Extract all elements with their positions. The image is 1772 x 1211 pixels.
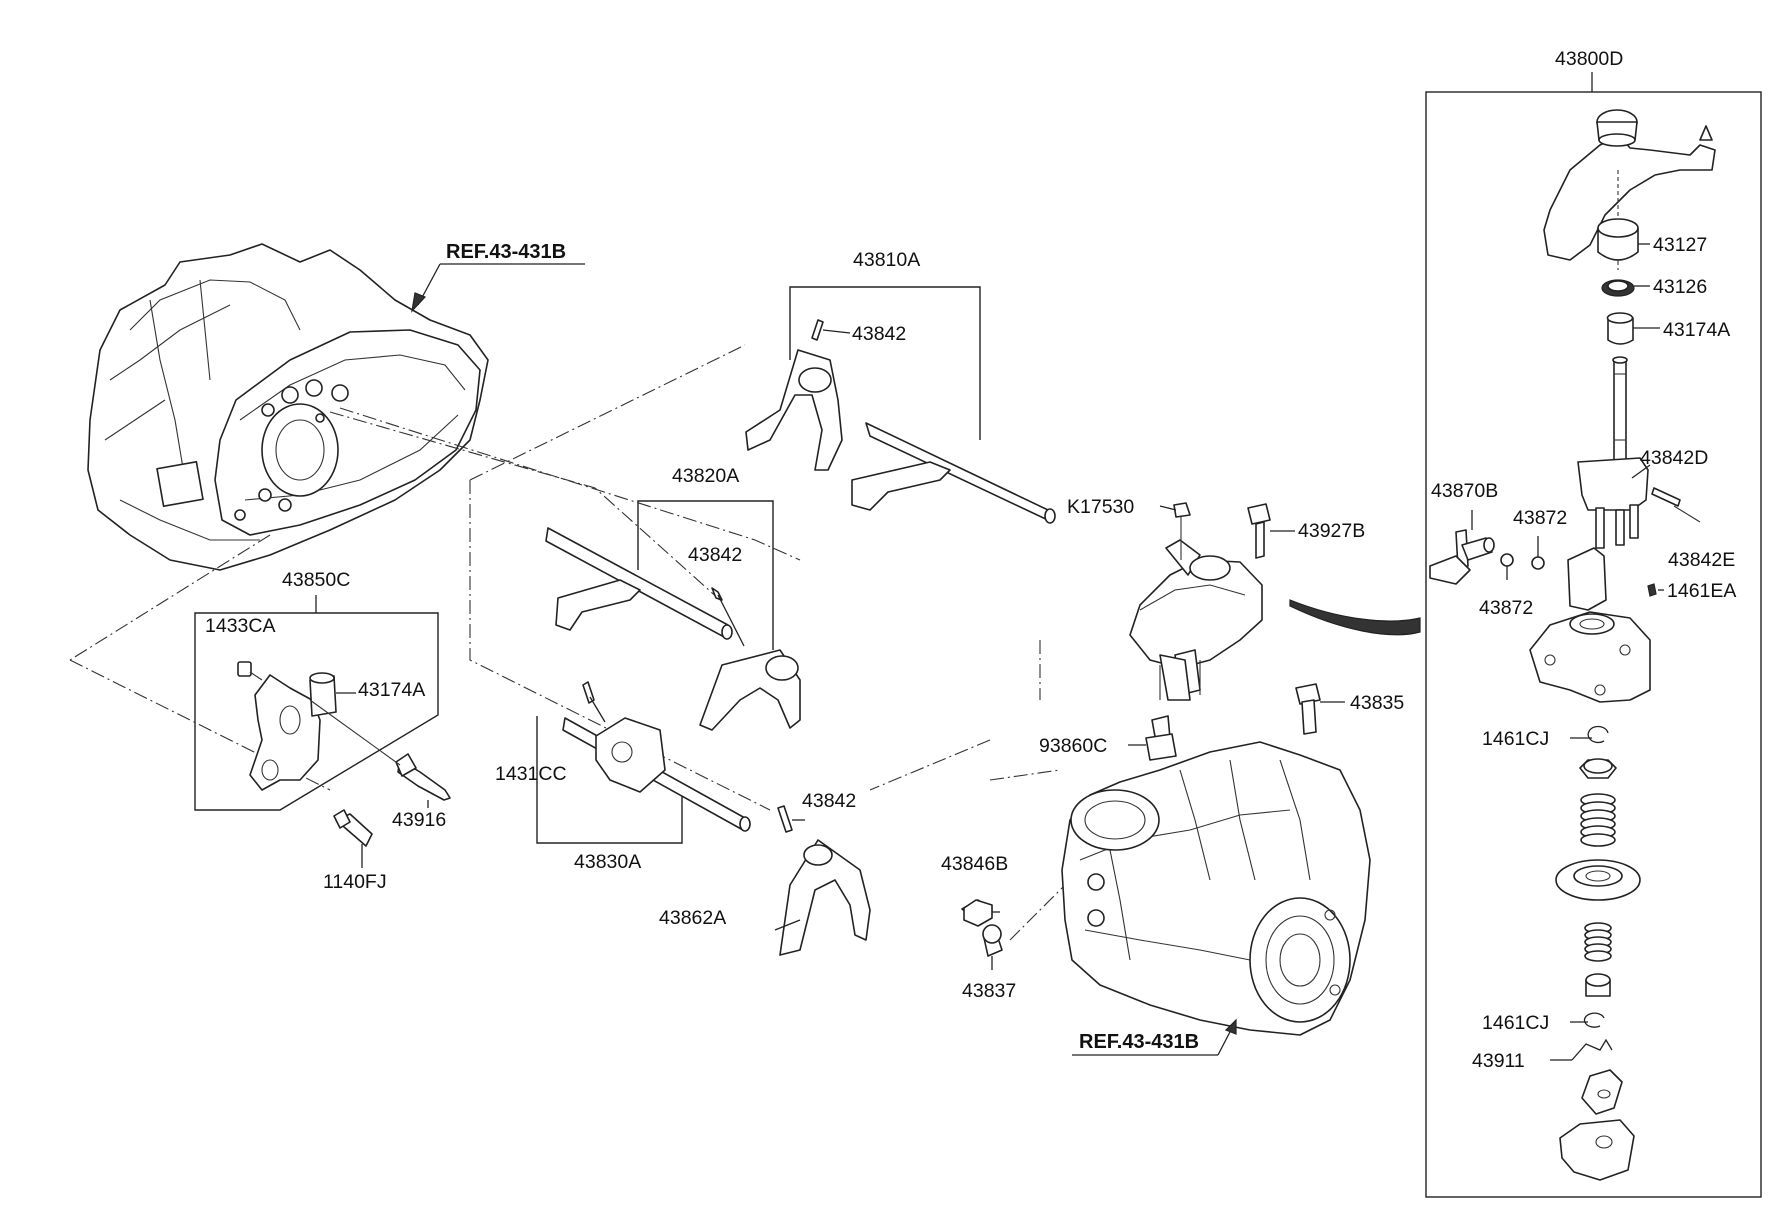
shift-housing-lower <box>1529 547 1664 703</box>
shift-fork-43862a <box>774 805 871 956</box>
clutch-housing <box>87 243 489 571</box>
label-43800d: 43800D <box>1555 48 1623 70</box>
label-43174a-right: 43174A <box>1663 319 1730 341</box>
ref-top-callout <box>411 263 585 313</box>
label-1461cj-b: 1461CJ <box>1482 1012 1549 1034</box>
label-43911: 43911 <box>1472 1050 1525 1072</box>
label-43820a: 43820A <box>672 465 739 487</box>
label-43872-a: 43872 <box>1513 507 1567 529</box>
label-43174a-left: 43174A <box>358 679 425 701</box>
spring-lower <box>1584 922 1612 962</box>
label-ref-bottom: REF.43-431B <box>1079 1031 1199 1053</box>
lever-43870b <box>1429 510 1495 585</box>
label-43842-c: 43842 <box>802 790 856 812</box>
label-43870b: 43870B <box>1431 480 1498 502</box>
shift-rod-43830a <box>536 681 751 844</box>
shift-shaft <box>1577 356 1701 549</box>
label-43842d: 43842D <box>1640 447 1708 469</box>
spring-upper <box>1580 793 1616 847</box>
shift-control-assembly-43800d <box>1425 72 1762 1198</box>
spring-43911 <box>1550 1038 1613 1061</box>
label-1433ca: 1433CA <box>205 615 275 637</box>
ref-bottom-callout <box>1072 1018 1237 1056</box>
shift-lever-bracket-43850c <box>194 595 451 868</box>
oil-seal-43126 <box>1601 279 1650 297</box>
washers-43872 <box>1500 536 1545 580</box>
spring-seat-lower <box>1585 973 1611 997</box>
label-1461cj-a: 1461CJ <box>1482 728 1549 750</box>
shift-control-tower <box>961 502 1421 970</box>
label-43842-b: 43842 <box>688 544 742 566</box>
label-43126: 43126 <box>1653 276 1707 298</box>
shift-lever-lower <box>1559 1069 1635 1181</box>
label-43842e: 43842E <box>1668 549 1735 571</box>
label-43872-b: 43872 <box>1479 597 1533 619</box>
label-43850c: 43850C <box>282 569 350 591</box>
shift-lever-upper <box>1543 109 1716 270</box>
label-1140fj: 1140FJ <box>323 871 387 893</box>
label-93860c: 93860C <box>1039 735 1107 757</box>
label-1461ea: 1461EA <box>1667 580 1736 602</box>
bushing-43174a-right <box>1606 312 1660 345</box>
label-43927b: 43927B <box>1298 520 1365 542</box>
retaining-clip-1461cj-upper <box>1570 725 1609 744</box>
label-k17530: K17530 <box>1067 496 1134 518</box>
label-43835: 43835 <box>1350 692 1404 714</box>
label-1431cc: 1431CC <box>495 763 567 785</box>
label-43842-a: 43842 <box>852 323 906 345</box>
shift-fork-rod-43820a <box>545 500 801 731</box>
label-43837: 43837 <box>962 980 1016 1002</box>
transmission-case <box>1061 741 1371 1036</box>
spring-plate <box>1555 859 1641 901</box>
label-43846b: 43846B <box>941 853 1008 875</box>
retaining-clip-1461cj-lower <box>1570 1012 1605 1028</box>
bushing-43127 <box>1597 218 1650 261</box>
label-43862a: 43862A <box>659 907 726 929</box>
label-43810a: 43810A <box>853 249 920 271</box>
part-labels: REF.43-431B REF.43-431B 43810A 43842 438… <box>205 48 1736 1072</box>
shift-fork-rod-43810a <box>745 286 1056 524</box>
label-43830a: 43830A <box>574 851 641 873</box>
label-ref-top: REF.43-431B <box>446 241 566 263</box>
label-43127: 43127 <box>1653 234 1707 256</box>
spring-seat-upper <box>1579 758 1617 779</box>
label-43916: 43916 <box>392 809 446 831</box>
